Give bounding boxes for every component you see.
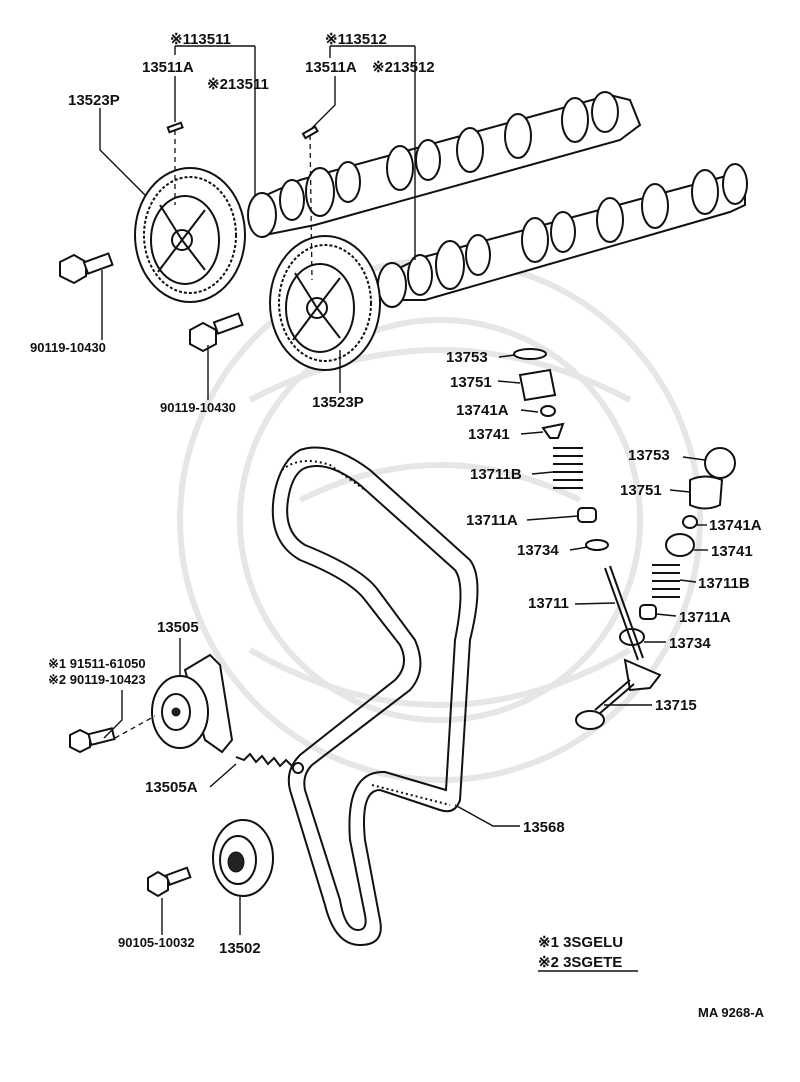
- watermark-emblem: [177, 257, 703, 783]
- valve-train-right: [604, 447, 736, 692]
- label-13711a-b: 13711A: [679, 609, 731, 626]
- label-13715: 13715: [655, 697, 697, 714]
- label-13753-b: 13753: [628, 447, 670, 464]
- timing-belt: [271, 446, 479, 947]
- leader-lines: [99, 45, 708, 935]
- label-13711b-a: 13711B: [470, 466, 522, 483]
- label-13734-a: 13734: [517, 542, 559, 559]
- valve-train-left: [513, 348, 609, 551]
- label-13502: 13502: [219, 940, 261, 957]
- label-90105-10032: 90105-10032: [118, 935, 195, 950]
- label-13741-b: 13741: [711, 543, 753, 560]
- label-13511a-right: 13511A: [305, 59, 357, 76]
- label-13751-a: 13751: [450, 374, 492, 391]
- timing-pulley-upper: [134, 167, 246, 303]
- label-13512-star2: ※213512: [372, 59, 435, 76]
- label-13505: 13505: [157, 619, 199, 636]
- label-90119-10423: ※2 90119-10423: [48, 672, 146, 687]
- label-13711b-b: 13711B: [698, 575, 750, 592]
- valve-13715: [575, 679, 635, 730]
- pulley-bolt-upper: [59, 252, 114, 285]
- camshaft-upper: [247, 91, 642, 238]
- knock-pin-left: [166, 121, 184, 134]
- legend-note-1: ※1 3SGELU: [538, 934, 623, 951]
- label-13741-a: 13741: [468, 426, 510, 443]
- timing-pulley-lower: [269, 235, 381, 371]
- idler-bolt: [147, 866, 192, 898]
- tensioner-pulley: [151, 653, 234, 754]
- pulley-bolt-lower: [189, 312, 244, 353]
- label-13568: 13568: [523, 819, 565, 836]
- label-13711a-a: 13711A: [466, 512, 518, 529]
- label-13753-a: 13753: [446, 349, 488, 366]
- label-13523p-bottom: 13523P: [312, 394, 364, 411]
- label-13523p-top: 13523P: [68, 92, 120, 109]
- knock-pin-right: [301, 125, 319, 140]
- label-91511-61050: ※1 91511-61050: [48, 656, 146, 671]
- label-13711: 13711: [528, 595, 569, 612]
- label-13512-star1: ※113512: [325, 31, 387, 48]
- label-90119-10430-b: 90119-10430: [160, 400, 236, 415]
- label-13511-star1: ※113511: [170, 31, 231, 48]
- tensioner-spring: [235, 752, 304, 774]
- label-13505a: 13505A: [145, 779, 198, 796]
- tensioner-bolt: [69, 727, 116, 754]
- label-13511a-left: 13511A: [142, 59, 194, 76]
- catalog-code: MA 9268-A: [698, 1005, 765, 1020]
- label-13751-b: 13751: [620, 482, 662, 499]
- legend-note-2: ※2 3SGETE: [538, 954, 622, 971]
- label-13741a-a: 13741A: [456, 402, 509, 419]
- label-13511-star2: ※213511: [207, 76, 269, 93]
- label-13734-b: 13734: [669, 635, 711, 652]
- label-13741a-b: 13741A: [709, 517, 762, 534]
- camshaft-lower: [377, 163, 748, 308]
- idler-pulley: [212, 819, 274, 897]
- label-90119-10430-a: 90119-10430: [30, 340, 106, 355]
